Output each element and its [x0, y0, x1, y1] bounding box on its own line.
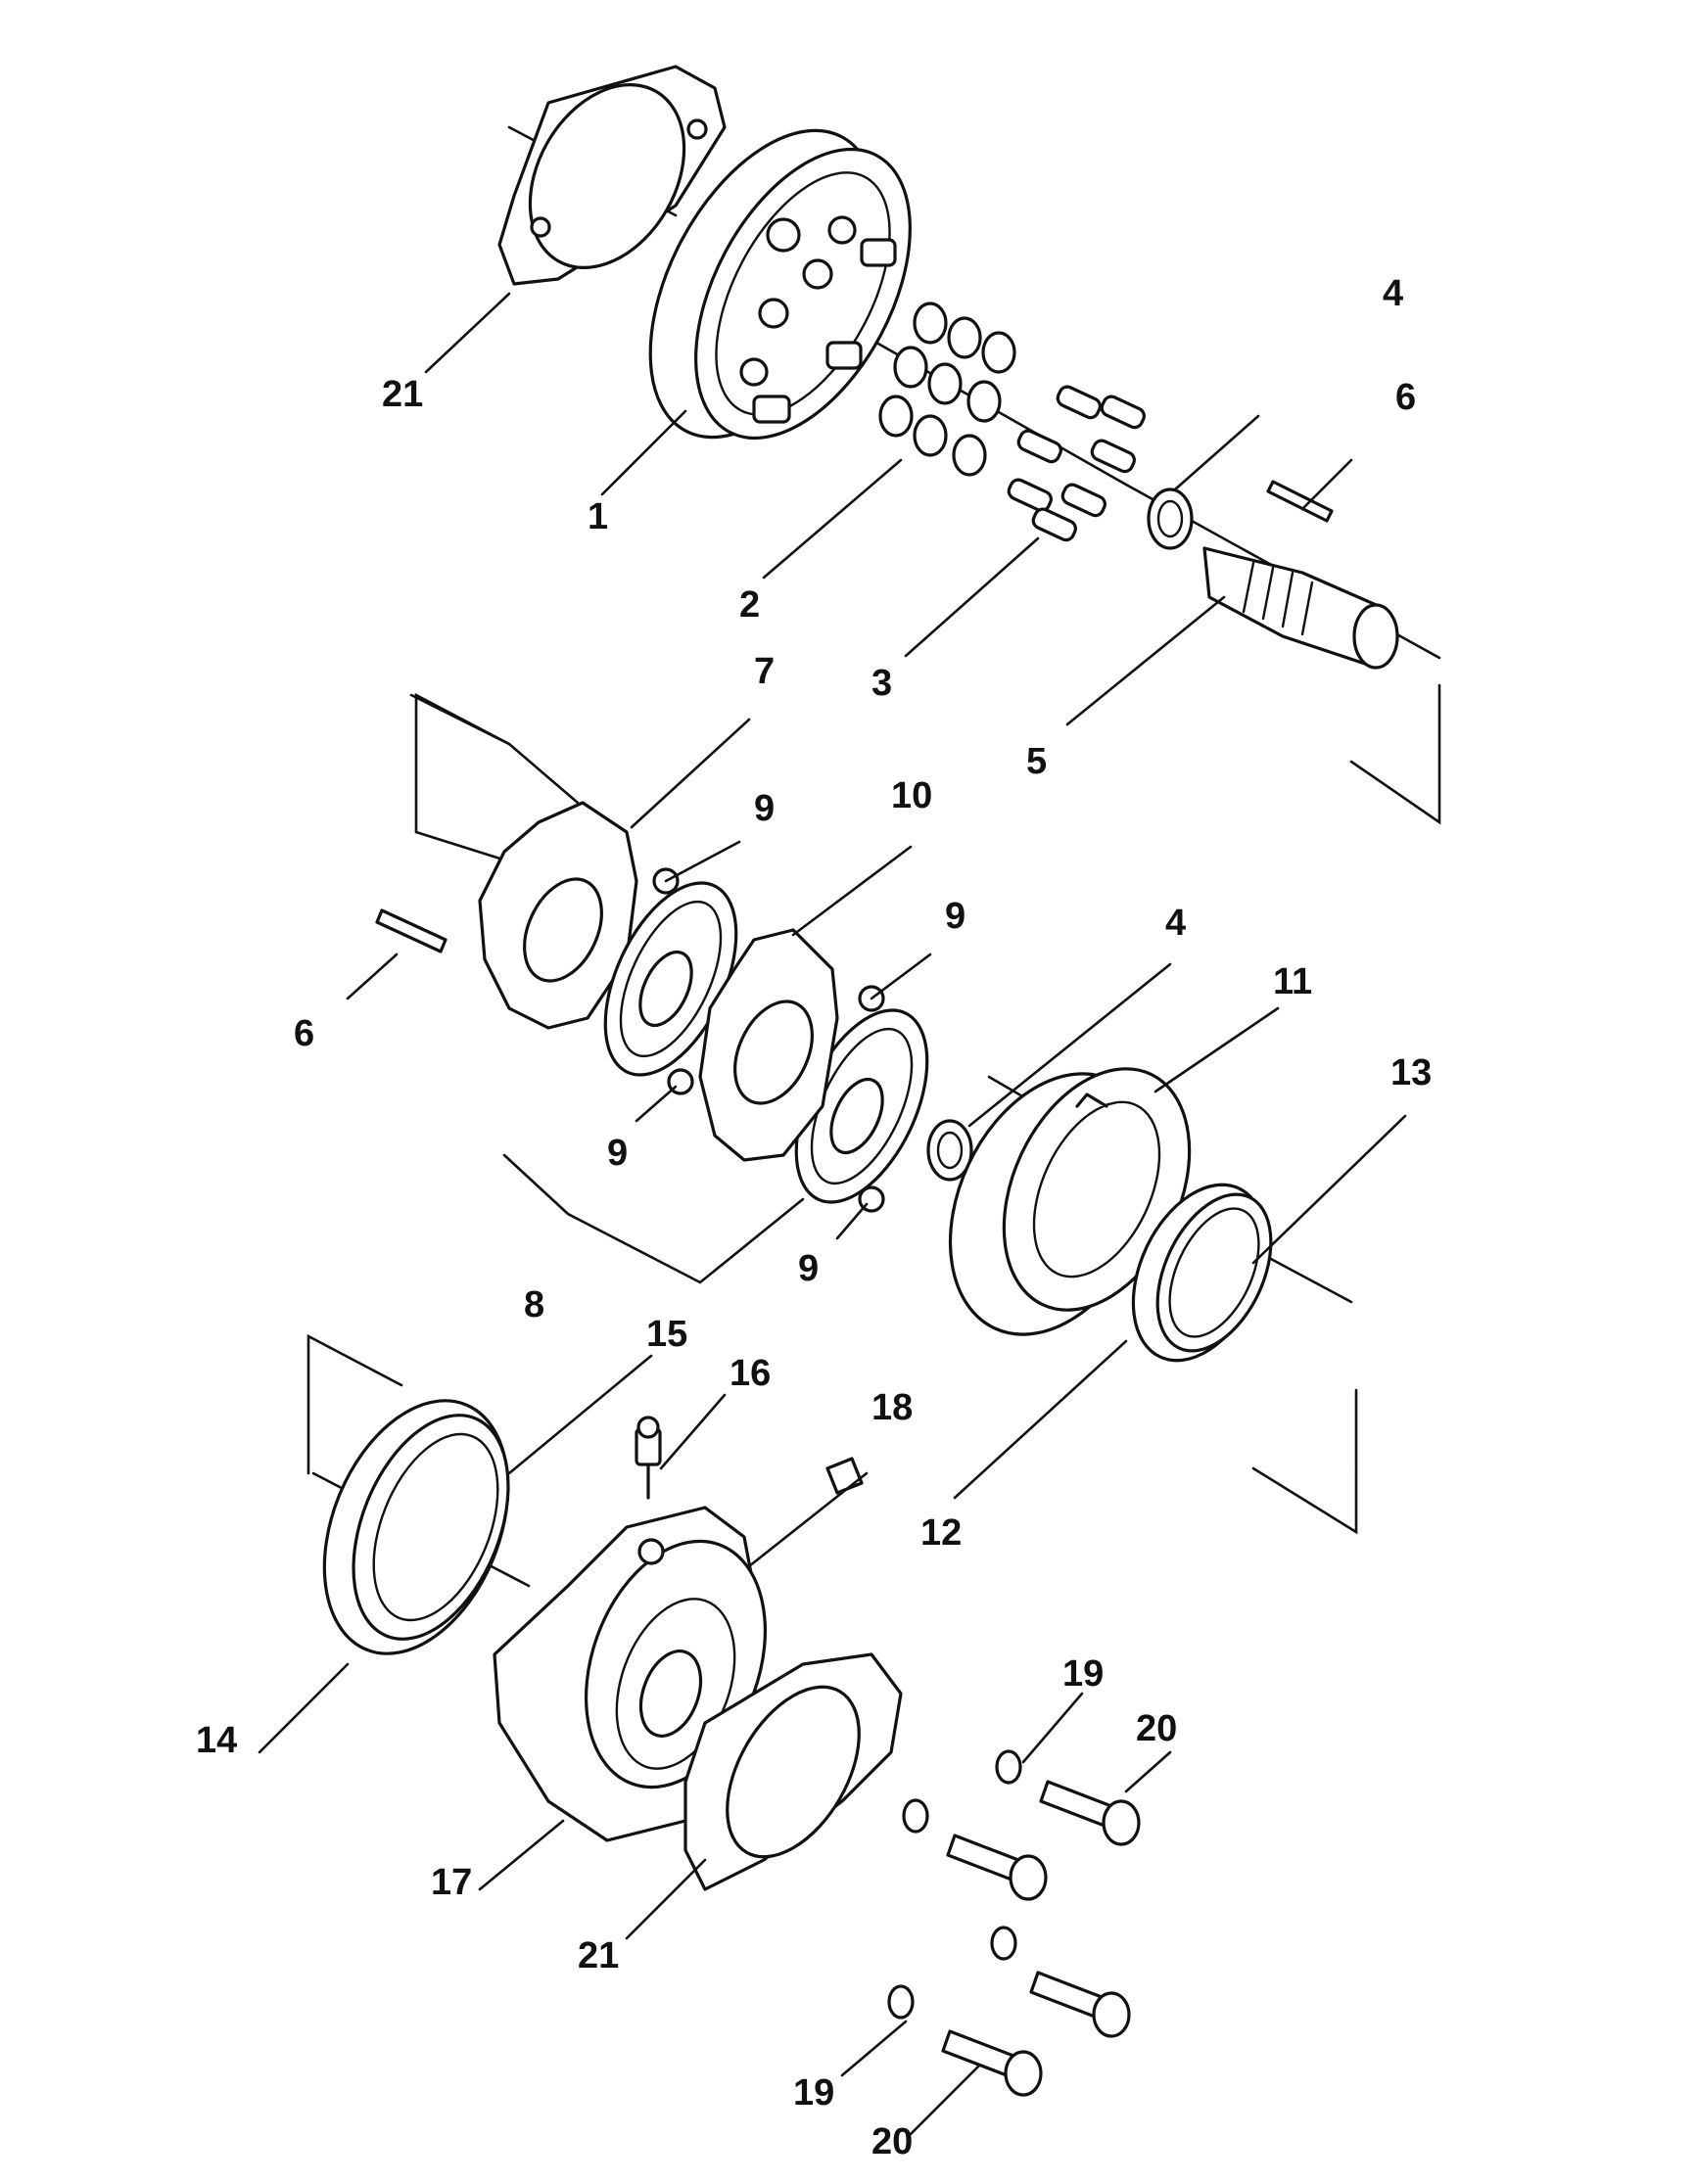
callout-3: 3 [871, 663, 892, 704]
callout-14: 14 [196, 1720, 237, 1761]
separator-plate-7 [478, 801, 638, 1030]
seal-ring-12-13 [1131, 1183, 1273, 1363]
callout-9-a: 9 [754, 788, 775, 829]
axis-bracket-middle-left [414, 692, 511, 863]
gasket-top [497, 65, 727, 286]
callout-1: 1 [588, 496, 608, 537]
bolts-20 [941, 1780, 1141, 2097]
splined-shaft [1202, 546, 1399, 670]
callout-5: 5 [1026, 741, 1047, 782]
plug-18 [825, 1457, 864, 1495]
callout-21-bottom: 21 [578, 1935, 619, 1976]
callout-9-d: 9 [798, 1248, 819, 1289]
washers-19 [887, 1749, 1022, 2020]
callout-6-middle: 6 [294, 1013, 314, 1054]
callout-13: 13 [1390, 1052, 1432, 1093]
callout-19-lower: 19 [793, 2072, 834, 2114]
axis-bracket-lower [306, 1333, 403, 1475]
callout-16: 16 [730, 1353, 771, 1394]
callout-18: 18 [871, 1387, 913, 1428]
callout-15: 15 [646, 1314, 687, 1355]
snap-ring-middle [926, 1119, 973, 1182]
callout-19-upper: 19 [1062, 1653, 1104, 1695]
leader-lines [258, 292, 1407, 2136]
callout-9-c: 9 [607, 1133, 628, 1174]
callout-17: 17 [431, 1862, 472, 1903]
snap-ring-upper [1147, 488, 1194, 550]
callout-2: 2 [739, 584, 760, 626]
housing [648, 128, 912, 441]
callout-4-upper: 4 [1383, 273, 1403, 314]
gasket-bottom [683, 1652, 903, 1891]
callout-7: 7 [754, 651, 775, 692]
callout-20-lower: 20 [871, 2121, 913, 2162]
callout-8: 8 [524, 1284, 544, 1325]
piston [948, 1067, 1192, 1336]
springs-large [878, 302, 1016, 477]
callout-labels: 21 1 2 3 4 5 6 7 8 9 9 9 9 10 6 4 11 12 … [196, 273, 1432, 2162]
axis-bracket-upper [1349, 683, 1441, 825]
axis-bracket-middle-right [1251, 1388, 1358, 1535]
callout-4-middle: 4 [1165, 903, 1186, 944]
grease-fitting [635, 1416, 662, 1500]
callout-9-b: 9 [945, 896, 965, 937]
callout-20-upper: 20 [1136, 1708, 1177, 1749]
callout-10: 10 [891, 775, 932, 816]
callout-11: 11 [1273, 961, 1312, 1002]
springs-small [1007, 385, 1146, 542]
callout-6-upper: 6 [1395, 377, 1416, 418]
pin-middle [375, 908, 447, 953]
callout-21-top: 21 [382, 374, 423, 415]
separator-plate-10 [698, 928, 839, 1162]
large-seal-14-15 [322, 1399, 510, 1655]
pin-upper [1266, 480, 1334, 523]
callout-12: 12 [920, 1512, 962, 1554]
